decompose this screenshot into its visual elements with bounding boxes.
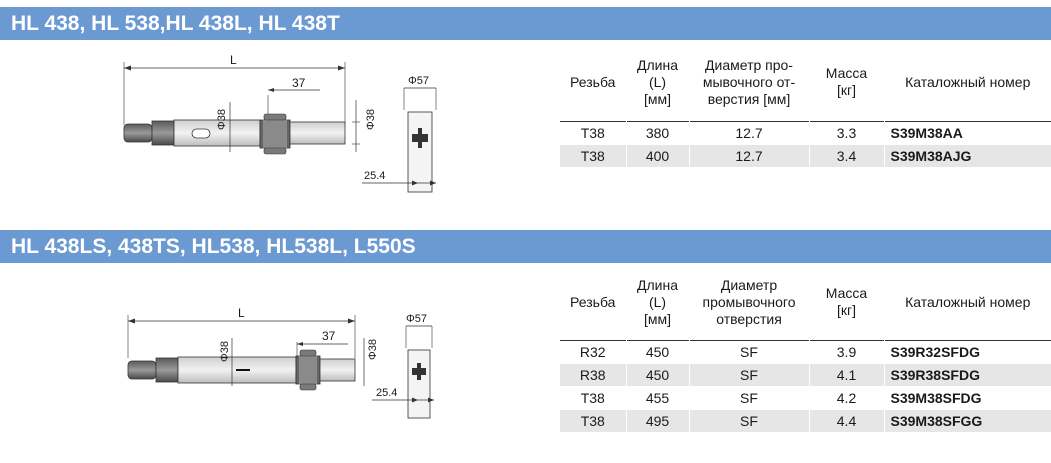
catalog-number: S39M38SFDG [883,386,1051,409]
section1-drawing: L 37 Φ38 Φ38 Φ57 25.4 [123,53,437,193]
col-length: Длина(L)[мм] [625,265,689,340]
catalog-number: S39M38SFGG [883,409,1051,432]
section1-shank-end [123,123,153,143]
col-mass: Масса[кг] [808,44,884,121]
col-flush: Диаметр про-мывочного от-верстия [мм] [688,44,809,121]
section2-dim-end-dia: Φ38 [367,339,379,360]
section1-dim-end-dia: Φ38 [365,109,377,130]
section2-shank-end [127,360,157,380]
table-row: T38 400 12.7 3.4 S39M38AJG [560,144,1051,167]
col-catalog: Каталожный номер [883,44,1051,121]
col-length: Длина(L)[мм] [625,44,689,121]
catalog-number: S39M38AA [883,121,1051,144]
col-mass: Масса[кг] [808,265,884,340]
section1-dim-shank-dia: Φ38 [216,109,228,130]
section2-dim-length: L [238,306,245,320]
col-thread: Резьба [570,73,616,90]
section1-spec-table: Резьба Длина(L)[мм] Диаметр про-мывочног… [560,44,1051,168]
catalog-number: S39R32SFDG [883,340,1051,363]
section2-drawing: L 37 Φ38 Φ38 Φ57 25.4 [127,306,434,419]
section1-dim-37: 37 [292,76,306,90]
table-row: T38 495 SF 4.4 S39M38SFGG [560,409,1051,432]
section1-title: HL 438, HL 538,HL 438L, HL 438T [0,7,1051,40]
table-row: T38 380 12.7 3.3 S39M38AA [560,121,1051,144]
col-catalog: Каталожный номер [883,265,1051,340]
section1-end-view [407,111,433,193]
section2-dim-37: 37 [322,329,336,343]
table-row: T38 455 SF 4.2 S39M38SFDG [560,386,1051,409]
section1-dim-length: L [230,53,237,67]
section1-dim-flange-dist: 25.4 [364,170,385,182]
section1-shank-body [173,119,261,147]
section2-dim-shank-dia: Φ38 [219,341,231,362]
section2-end-view [407,349,431,419]
section2-dim-flange-dist: 25.4 [376,387,397,399]
section2-title: HL 438LS, 438TS, HL538, HL538L, L550S [0,230,1051,263]
section1-dim-flange-dia: Φ57 [408,75,429,87]
table-row: R32 450 SF 3.9 S39R32SFDG [560,340,1051,363]
col-thread: Резьба [570,293,616,310]
table-row: R38 450 SF 4.1 S39R38SFDG [560,363,1051,386]
catalog-number: S39R38SFDG [883,363,1051,386]
catalog-number: S39M38AJG [883,144,1051,167]
section1-header-row: Резьба Длина(L)[мм] Диаметр про-мывочног… [560,44,1051,121]
section2-dim-flange-dia: Φ57 [406,313,427,325]
